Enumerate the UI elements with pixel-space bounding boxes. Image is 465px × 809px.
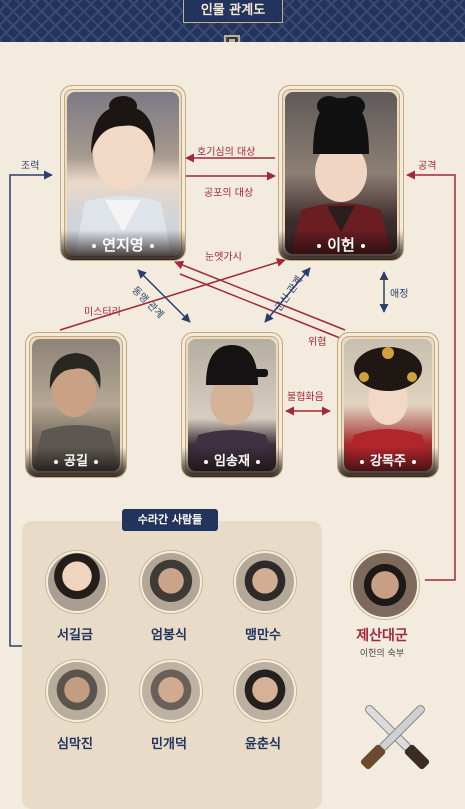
relation-mystery: 미스터리 xyxy=(84,307,121,318)
relation-cooperation: 조력 xyxy=(21,161,40,172)
king-subtitle: 이헌의 숙부 xyxy=(359,649,405,659)
name-bar-im: 임송재 xyxy=(182,447,282,477)
kitchen-member-name-3: 맹만수 xyxy=(245,628,281,643)
king-portrait xyxy=(351,551,419,619)
eyesore-arrow xyxy=(174,260,346,331)
kitchen-member-portrait-2 xyxy=(140,551,202,613)
character-name-lee: 이헌 xyxy=(327,236,355,254)
relation-discord: 불협화음 xyxy=(287,392,324,403)
character-card-kang: 강목주 xyxy=(337,332,439,478)
relation-fear: 공포의 대상 xyxy=(204,188,254,199)
portrait-yeon xyxy=(67,92,179,254)
character-card-lee: 이헌 xyxy=(278,85,404,261)
kitchen-member-name-4: 심막진 xyxy=(57,737,93,752)
kitchen-panel-title: 수라간 사람들 xyxy=(122,509,218,531)
relation-curiosity: 호기심의 대상 xyxy=(197,147,256,158)
kitchen-member-name-6: 윤춘식 xyxy=(245,737,281,752)
character-card-gong: 공길 xyxy=(25,332,127,478)
threat-arrow xyxy=(179,273,346,341)
name-bar-gong: 공길 xyxy=(26,447,126,477)
attack-line xyxy=(406,170,456,581)
character-name-gong: 공길 xyxy=(64,454,88,469)
kitchen-member-portrait-1 xyxy=(46,551,108,613)
crossed-knives-icon xyxy=(360,705,430,770)
character-card-yeon: 연지영 xyxy=(60,85,186,261)
mystery-arrow xyxy=(59,258,286,331)
name-bar-lee: 이헌 xyxy=(279,230,403,260)
comrade-arrow xyxy=(137,269,191,323)
lord-vassal-arrow xyxy=(264,267,311,323)
character-name-kang: 강목주 xyxy=(370,454,406,469)
cooperation-line xyxy=(9,170,53,647)
kitchen-member-portrait-6 xyxy=(234,660,296,722)
relation-attack: 공격 xyxy=(418,161,437,172)
name-bar-yeon: 연지영 xyxy=(61,230,185,260)
relation-eyesore: 눈엣가시 xyxy=(205,252,242,263)
relation-affection: 애정 xyxy=(390,289,409,300)
kitchen-member-portrait-3 xyxy=(234,551,296,613)
relation-threat: 위협 xyxy=(308,337,327,348)
character-card-im: 임송재 xyxy=(181,332,283,478)
king-name: 제산대군 xyxy=(356,628,408,644)
name-bar-kang: 강목주 xyxy=(338,447,438,477)
kitchen-member-name-1: 서길금 xyxy=(57,628,93,643)
kitchen-member-portrait-5 xyxy=(140,660,202,722)
page-title: 인물 관계도 xyxy=(183,0,283,23)
kitchen-member-portrait-4 xyxy=(46,660,108,722)
kitchen-member-name-5: 민개덕 xyxy=(151,737,187,752)
kitchen-member-name-2: 엄봉식 xyxy=(151,628,187,643)
character-name-yeon: 연지영 xyxy=(102,236,144,254)
character-name-im: 임송재 xyxy=(214,454,250,469)
